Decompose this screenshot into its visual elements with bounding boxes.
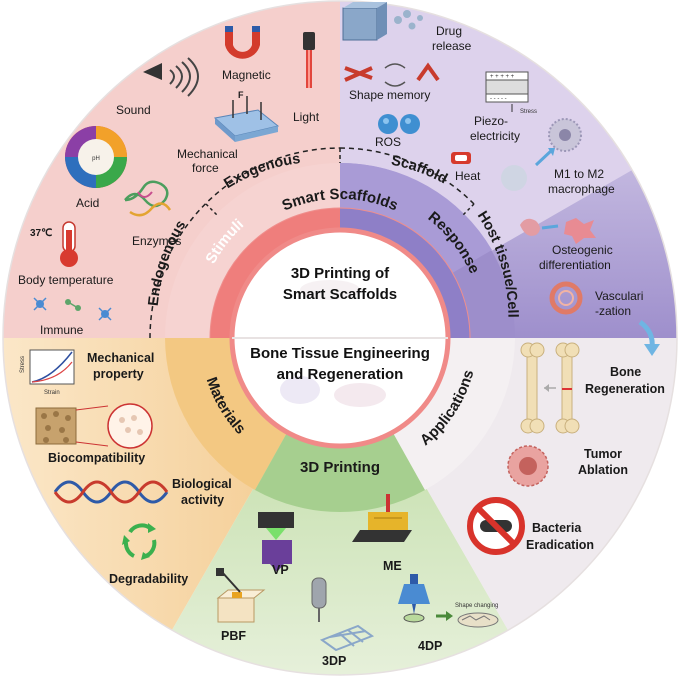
printing-label: 3D Printing [300,459,380,476]
vp-label: VP [272,563,289,577]
4dp-printer-icon [398,574,499,628]
svg-text:Stress: Stress [520,109,537,115]
mechanical-force-label2: force [192,161,219,175]
ros-label: ROS [375,135,401,149]
degradability-label: Degradability [109,572,188,586]
me-label: ME [383,559,402,573]
3dp-label: 3DP [322,654,346,668]
center-subtitle-line2: and Regeneration [277,366,404,383]
center-title-line2: Smart Scaffolds [283,286,397,303]
thermometer-icon [60,221,78,267]
acid-label: Acid [76,196,99,210]
heat-label: Heat [455,169,481,183]
svg-text:- - - - -: - - - - - [490,96,507,102]
light-label: Light [293,110,320,124]
shape-changing-label: Shape changing [455,603,498,609]
immune-icon [33,297,112,321]
recycle-icon [122,523,157,560]
pbf-label: PBF [221,629,246,643]
center-title-line1: 3D Printing of [291,265,390,282]
biocompatibility-label: Biocompatibility [48,451,145,465]
svg-text:Stress: Stress [20,356,26,373]
biological-activity-label2: activity [181,493,224,507]
svg-text:Strain: Strain [44,390,60,396]
dna-icon [53,480,169,504]
stress-strain-icon: Stress Strain [20,349,75,396]
mechanical-force-icon: F [213,90,280,142]
drug-release-icon [342,2,423,41]
no-bacteria-icon [467,497,525,555]
shape-memory-label: Shape memory [349,88,430,102]
svg-text:F: F [238,90,244,100]
osteogenic-icon [520,218,596,244]
vascularization-label1: Vasculari [595,289,643,303]
enzymes-label: Enzymes [132,234,181,248]
drug-release-label2: release [432,39,472,53]
dashed-divider [149,147,341,339]
ph-wheel-icon: pH [65,126,127,188]
light-icon [303,32,315,88]
sound-label: Sound [116,103,151,117]
mechanical-property-label1: Mechanical [87,351,154,365]
me-printer-icon [352,494,412,542]
vp-printer-icon [258,512,294,572]
macrophage-label1: M1 to M2 [554,167,604,181]
drug-release-label1: Drug [436,24,462,38]
3dp-printer-icon [311,577,375,652]
svg-text:pH: pH [92,156,100,162]
mechanical-property-label2: property [93,367,144,381]
sound-icon [143,57,199,97]
tumor-icon [507,445,549,487]
piezo-label2: electricity [470,129,520,143]
pbf-printer-icon [216,568,266,623]
macrophage-label2: macrophage [548,182,615,196]
osteogenic-label1: Osteogenic [552,243,613,257]
ros-icon [378,114,420,134]
enzyme-icon [124,180,172,217]
piezo-label1: Piezo- [474,114,508,128]
bone-regeneration-label1: Bone [610,365,641,379]
mechanical-force-label1: Mechanical [177,147,238,161]
immune-label: Immune [40,323,84,337]
bacteria-eradication-label2: Eradication [526,538,594,552]
magnet-icon [225,26,260,59]
tumor-ablation-label2: Ablation [578,463,628,477]
bone-icon [520,342,580,434]
4dp-label: 4DP [418,639,442,653]
vascularization-label2: -zation [595,304,631,318]
osteogenic-label2: differentiation [539,258,611,272]
biocompatibility-icon [35,403,153,449]
center-subtitle-line1: Bone Tissue Engineering [250,345,430,362]
macrophage-icon [501,118,582,191]
heat-icon [451,152,471,164]
temperature-value: 37℃ [30,228,52,239]
magnetic-label: Magnetic [222,68,271,82]
tumor-ablation-label1: Tumor [584,447,622,461]
shape-memory-icon [344,62,440,87]
piezo-icon: + + + + + - - - - - Stress [485,71,537,115]
body-temperature-label: Body temperature [18,273,114,287]
vascular-icon [549,281,583,315]
bone-regeneration-label2: Regeneration [585,382,665,396]
bacteria-eradication-label1: Bacteria [532,521,582,535]
biological-activity-label1: Biological [172,477,232,491]
svg-text:+ + + + +: + + + + + [490,74,515,80]
